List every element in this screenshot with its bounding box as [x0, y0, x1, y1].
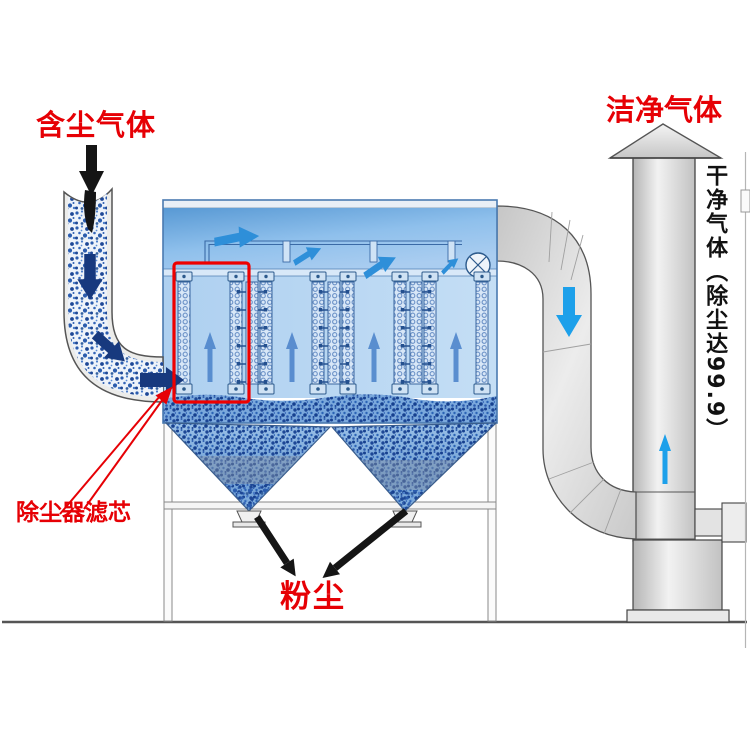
stack-base-plate — [626, 609, 730, 623]
filter-strip — [259, 281, 273, 385]
fan-motor-neck — [694, 508, 723, 537]
dust-arrow-left-head-icon — [280, 558, 296, 577]
stack-base-housing — [632, 539, 723, 611]
collector-box — [162, 199, 498, 424]
filter-strip — [475, 281, 489, 385]
dust-label: 粉尘 — [280, 579, 346, 615]
support-rail — [163, 501, 497, 510]
filter-strip — [311, 281, 325, 385]
fan-motor-box — [721, 502, 747, 543]
clean-gas-label: 洁净气体 — [606, 93, 723, 127]
hopper-right — [330, 422, 498, 528]
dusty-gas-texture — [68, 193, 163, 397]
filter-strip — [229, 281, 243, 385]
filter-strip — [341, 281, 355, 385]
dust-arrow-right-head-icon — [322, 561, 340, 578]
filter-strip — [423, 281, 437, 385]
support-leg-left — [163, 422, 173, 622]
outlet-duct — [496, 205, 695, 540]
cage-column — [327, 281, 341, 385]
box-outline — [162, 199, 498, 424]
leader-arrowhead-icon — [155, 386, 173, 405]
duct-body — [496, 205, 637, 540]
image-edge-artifact — [740, 152, 750, 648]
filter-strip — [393, 281, 407, 385]
hopper-left — [164, 422, 332, 528]
dusty-gas-label: 含尘气体 — [36, 108, 157, 142]
filter-strip — [177, 281, 191, 385]
exhaust-stack — [607, 123, 747, 623]
box-lid — [162, 199, 498, 209]
dust-arrow-left — [254, 515, 290, 565]
dust-layer — [163, 394, 497, 423]
duct-down-arrow-icon — [556, 287, 582, 337]
filter-cartridge-label: 除尘器滤芯 — [16, 500, 131, 526]
filter-cartridges — [175, 271, 491, 395]
filter-highlight-rect — [172, 261, 251, 404]
dust-arrow-right — [332, 508, 409, 571]
clean-gas-note-label: 干净气体（除尘达99.9） — [702, 164, 728, 443]
inlet-flow-arrow-icon — [79, 145, 104, 233]
stack-rain-cap — [607, 123, 724, 159]
dust-discharge-arrows — [254, 508, 409, 578]
cage-column — [409, 281, 423, 385]
support-leg-right — [487, 422, 497, 622]
filter-leader-arrow — [59, 386, 173, 515]
duct-seams — [542, 211, 622, 535]
